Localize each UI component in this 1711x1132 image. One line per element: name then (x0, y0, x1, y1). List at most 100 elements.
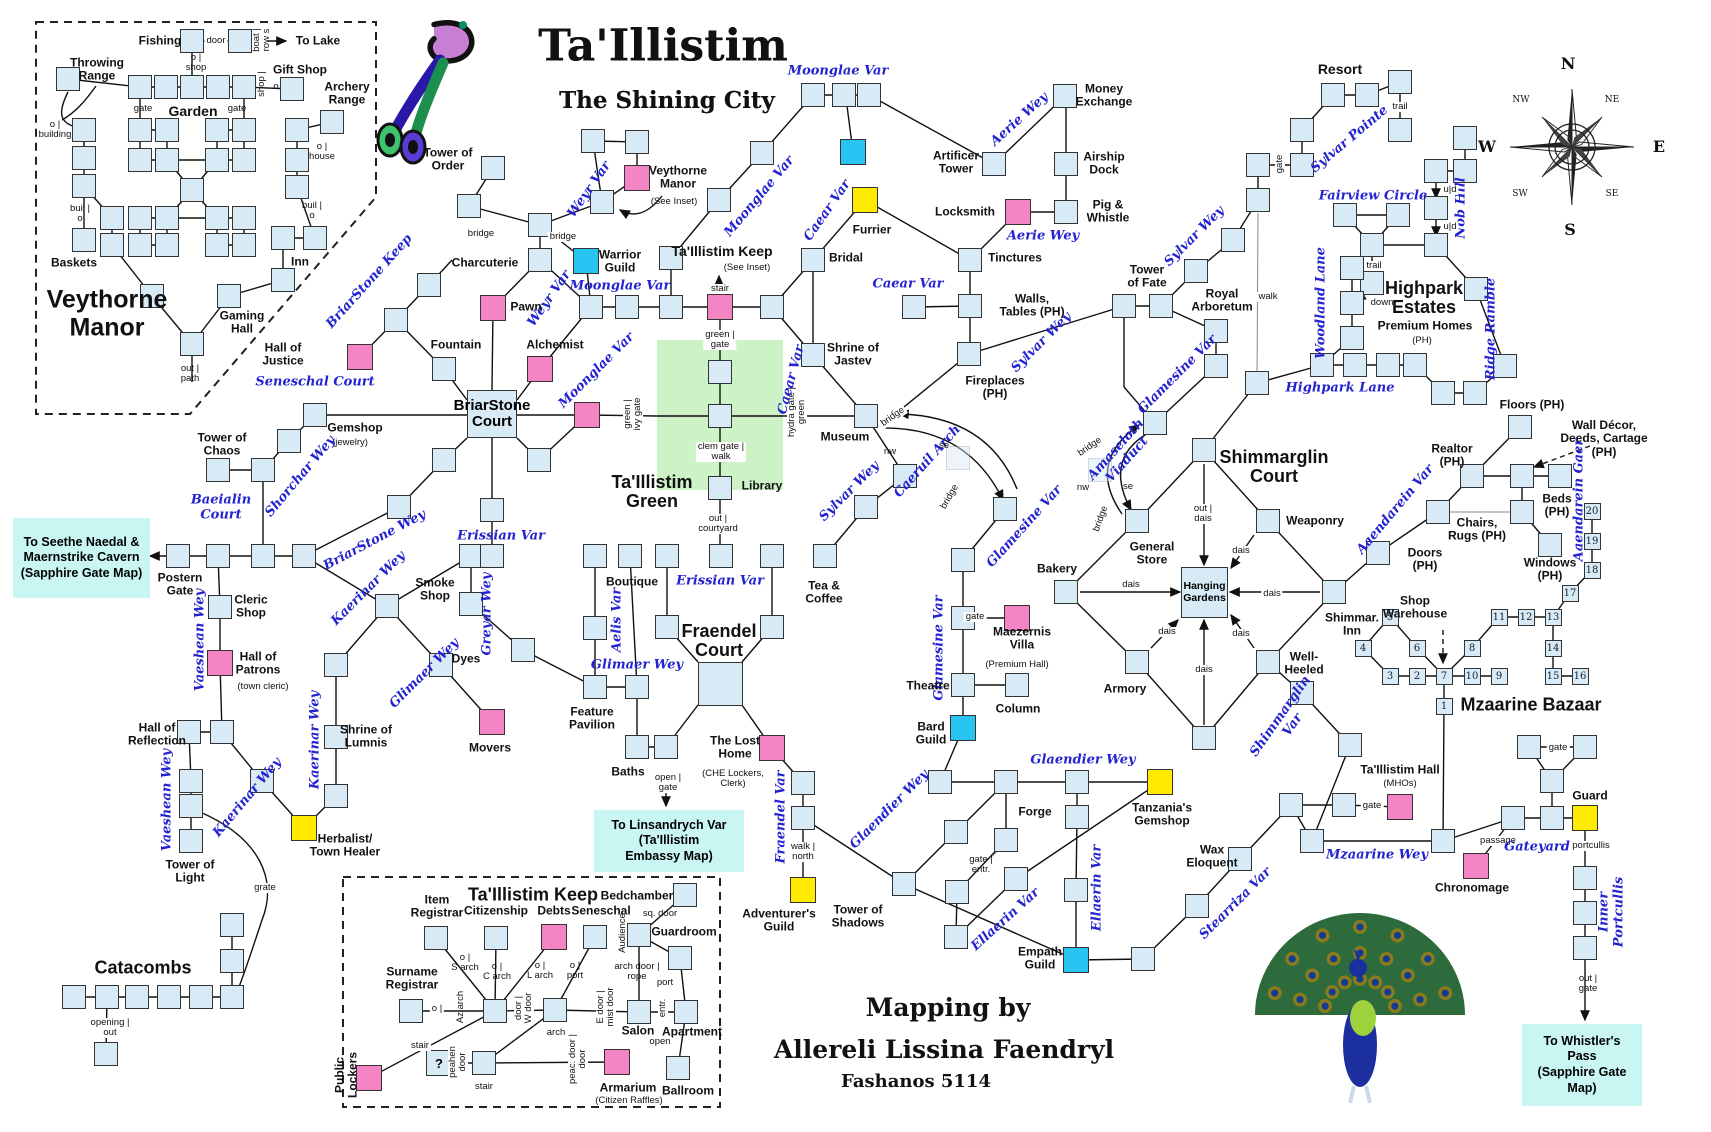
map-label: Citizenship (463, 903, 529, 918)
bazaar-shop-node: 13 (1544, 608, 1562, 626)
map-node (320, 110, 344, 134)
map-node (654, 735, 678, 759)
map-node (1360, 233, 1384, 257)
bazaar-shop-node: 2 (1408, 667, 1426, 685)
map-label: o | house (309, 141, 335, 162)
map-node-pink (1387, 794, 1413, 820)
map-label: To Lake (295, 33, 341, 48)
briarstone-court-box: BriarStone Court (454, 390, 530, 438)
map-label: o | S arch (451, 952, 479, 973)
map-node (179, 829, 203, 853)
offmap-note-2: To Whistler's Pass (Sapphire Gate Map) (1522, 1024, 1642, 1106)
map-label: opening | out (88, 1017, 132, 1038)
map-label: arch (546, 1027, 566, 1039)
map-node (1338, 733, 1362, 757)
map-node (210, 720, 234, 744)
map-label: SW (1512, 188, 1528, 199)
map-label: peahen door (447, 1044, 468, 1080)
map-label: green | ivy gate (622, 395, 643, 433)
map-node (1340, 326, 1364, 350)
map-label: Veythorne Manor (46, 285, 168, 341)
map-label: Aaendarein Gaer (1571, 438, 1587, 562)
map-label: Woodland Lane (1313, 247, 1329, 359)
map-label: gate (1274, 152, 1286, 176)
map-node (250, 769, 274, 793)
map-node (1453, 126, 1477, 150)
map-node (251, 458, 275, 482)
map-node (951, 673, 975, 697)
map-node (228, 29, 252, 53)
map-label: Shimmarglin Court (1219, 447, 1329, 486)
map-node (324, 725, 348, 749)
map-node (1573, 901, 1597, 925)
map-node (1548, 464, 1572, 488)
map-node (1333, 203, 1357, 227)
map-node (1300, 829, 1324, 853)
map-node (232, 233, 256, 257)
map-label: Caear Var (872, 276, 944, 292)
map-node (801, 83, 825, 107)
map-label: gate (1360, 800, 1384, 812)
map-node (945, 880, 969, 904)
map-title: Ta'Illistim (538, 20, 788, 72)
map-label: E door | mist door (595, 985, 616, 1029)
map-node (583, 544, 607, 568)
map-curved-road (1119, 431, 1151, 512)
map-node (1054, 200, 1078, 224)
map-node (179, 769, 203, 793)
map-node (1517, 735, 1541, 759)
map-node-yellow (852, 187, 878, 213)
map-label: Bard Guild (915, 719, 947, 747)
bazaar-shop-node: 17 (1561, 584, 1579, 602)
map-node (1125, 509, 1149, 533)
bazaar-shop-node: 15 (1544, 667, 1562, 685)
map-label: Hall of Patrons (235, 649, 281, 677)
map-label: Maezernis Villa (992, 624, 1052, 652)
map-node (180, 178, 204, 202)
map-label: General Store (1129, 539, 1175, 567)
map-label: SE (1605, 188, 1619, 199)
map-node (375, 594, 399, 618)
map-label: Erissian Var (457, 528, 545, 544)
map-road (1136, 661, 1205, 739)
map-node-pink (624, 165, 650, 191)
map-road (1015, 781, 1161, 880)
map-node (1054, 152, 1078, 176)
map-label: NE (1604, 94, 1620, 105)
map-label: clem gate | walk (695, 441, 747, 462)
map-curved-road (618, 195, 663, 220)
map-label: dais (1120, 579, 1142, 591)
map-node (480, 544, 504, 568)
map-label: buil | o (302, 200, 322, 221)
map-node (1340, 256, 1364, 280)
map-node (481, 156, 505, 180)
map-node (292, 544, 316, 568)
taillistim-keep-inset-border (342, 876, 721, 1108)
map-label: Windows (PH) (1523, 555, 1577, 583)
map-road (494, 937, 497, 1012)
map-label: Fishing (138, 33, 182, 48)
map-label: Vaeshean Wey (192, 588, 208, 692)
map-node-cyan (840, 139, 866, 165)
map-road (368, 1010, 496, 1079)
bazaar-shop-node: 19 (1583, 532, 1601, 550)
map-node (1573, 936, 1597, 960)
map-label: (PH) (1412, 335, 1432, 347)
map-node (1054, 580, 1078, 604)
map-node (232, 118, 256, 142)
map-label: sq. door (642, 908, 678, 920)
map-label: trail (1390, 101, 1410, 113)
map-node-pink (759, 735, 785, 761)
map-label: The Shining City (559, 87, 775, 115)
map-label: Archery Range (324, 79, 370, 107)
map-node (958, 294, 982, 318)
map-node (56, 67, 80, 91)
map-node-pink (1463, 853, 1489, 879)
map-road (435, 937, 496, 1012)
map-node (205, 233, 229, 257)
map-node (1245, 371, 1269, 395)
map-label: se (1122, 481, 1134, 493)
map-node (1192, 726, 1216, 750)
map-label: Gift Shop (273, 62, 327, 77)
map-label: The Lost Home (710, 733, 760, 761)
